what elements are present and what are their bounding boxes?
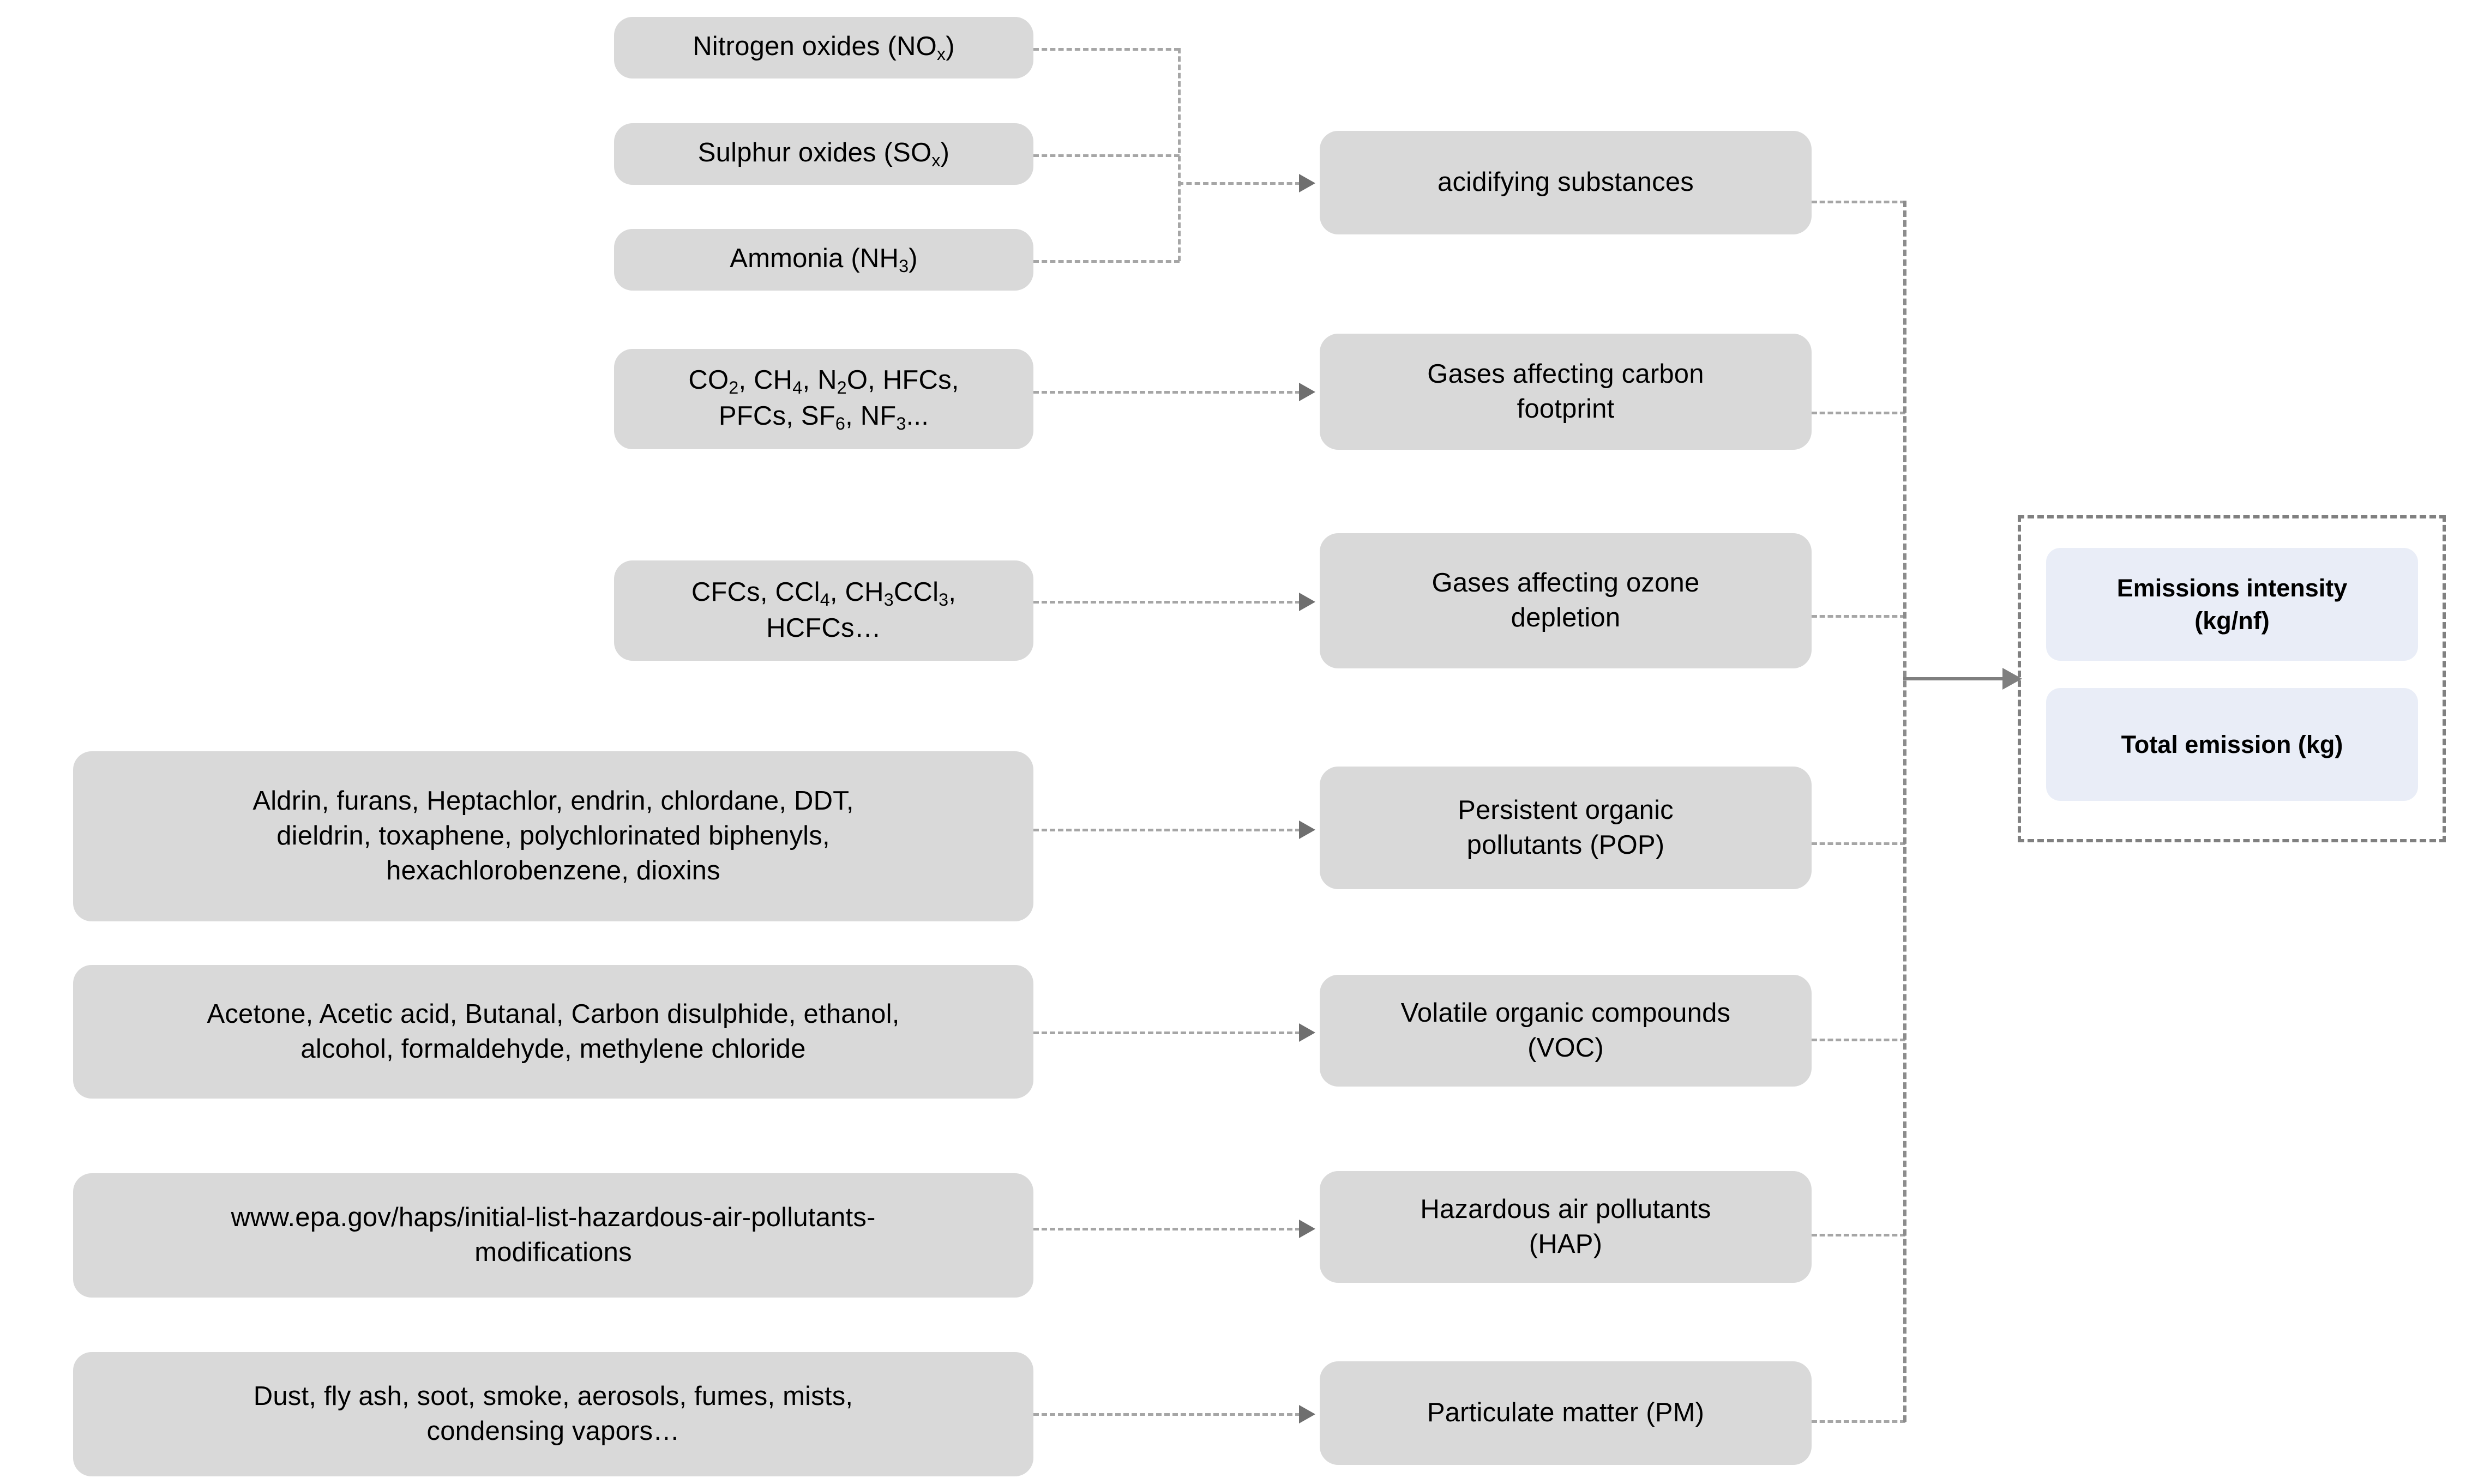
connector-haps-to-hap [1033, 1228, 1301, 1230]
arrowhead-to-voc [1299, 1023, 1315, 1042]
category-box-volatile-organic-compounds[interactable]: Volatile organic compounds(VOC) [1320, 975, 1812, 1087]
output-box-emissions-intensity[interactable]: Emissions intensity(kg/nf) [2046, 548, 2418, 661]
substance-box-ghg[interactable]: CO2, CH4, N2O, HFCs,PFCs, SF6, NF3... [614, 349, 1033, 449]
connector-bus-to-outputs [1903, 677, 2012, 680]
connector-acid-to-outbus [1812, 201, 1905, 203]
connector-hap-to-outbus [1812, 1234, 1905, 1236]
category-label-acid: acidifying substances [1438, 167, 1694, 197]
substance-box-nh3[interactable]: Ammonia (NH3) [614, 229, 1033, 291]
category-label-voc: Volatile organic compounds(VOC) [1400, 998, 1731, 1063]
substance-box-pops[interactable]: Aldrin, furans, Heptachlor, endrin, chlo… [73, 751, 1033, 921]
arrowhead-to-pm [1299, 1405, 1315, 1423]
connector-ods-to-ozone [1033, 601, 1301, 604]
substance-label-ghg: CO2, CH4, N2O, HFCs,PFCs, SF6, NF3... [688, 365, 959, 434]
substance-label-pops: Aldrin, furans, Heptachlor, endrin, chlo… [252, 786, 854, 885]
connector-ghg-to-carbon [1033, 391, 1301, 394]
output-label-total-emission: Total emission (kg) [2121, 730, 2343, 758]
connector-nox-to-bus [1033, 48, 1180, 51]
connector-acid-bus-vertical [1178, 48, 1181, 261]
substance-label-nh3: Ammonia (NH3) [730, 244, 918, 276]
substance-box-pms[interactable]: Dust, fly ash, soot, smoke, aerosols, fu… [73, 1352, 1033, 1476]
connector-pm-to-outbus [1812, 1420, 1905, 1423]
connector-voc-to-outbus [1812, 1039, 1905, 1041]
arrowhead-to-acidifying [1299, 174, 1315, 192]
arrowhead-to-outputs [2002, 668, 2022, 690]
substance-label-haps: www.epa.gov/haps/initial-list-hazardous-… [231, 1203, 876, 1267]
substance-label-vocs: Acetone, Acetic acid, Butanal, Carbon di… [207, 999, 900, 1064]
connector-pop-to-outbus [1812, 842, 1905, 845]
connector-sox-to-bus [1033, 154, 1180, 157]
substance-box-haps[interactable]: www.epa.gov/haps/initial-list-hazardous-… [73, 1173, 1033, 1298]
substance-label-nox: Nitrogen oxides (NOx) [693, 32, 955, 64]
substance-box-nox[interactable]: Nitrogen oxides (NOx) [614, 17, 1033, 79]
connector-nh3-to-bus [1033, 260, 1180, 263]
connector-output-bus-vertical [1903, 201, 1906, 1422]
connector-pops-to-pop [1033, 829, 1301, 831]
category-label-hap: Hazardous air pollutants(HAP) [1420, 1194, 1711, 1259]
substance-label-ods: CFCs, CCl4, CH3CCl3,HCFCs… [691, 577, 957, 643]
substance-box-sox[interactable]: Sulphur oxides (SOx) [614, 123, 1033, 185]
arrowhead-to-carbon [1299, 383, 1315, 401]
connector-vocs-to-voc [1033, 1031, 1301, 1034]
category-box-acidifying-substances[interactable]: acidifying substances [1320, 131, 1812, 234]
arrowhead-to-ozone [1299, 593, 1315, 611]
connector-ozone-to-outbus [1812, 615, 1905, 618]
output-label-emissions-intensity: Emissions intensity(kg/nf) [2116, 574, 2348, 635]
category-box-particulate-matter[interactable]: Particulate matter (PM) [1320, 1361, 1812, 1465]
substance-label-sox: Sulphur oxides (SOx) [697, 138, 950, 171]
output-box-total-emission[interactable]: Total emission (kg) [2046, 688, 2418, 801]
arrowhead-to-hap [1299, 1220, 1315, 1238]
connector-pms-to-pm [1033, 1413, 1301, 1416]
category-box-hazardous-air-pollutants[interactable]: Hazardous air pollutants(HAP) [1320, 1171, 1812, 1283]
connector-carbon-to-outbus [1812, 412, 1905, 414]
substance-box-ods[interactable]: CFCs, CCl4, CH3CCl3,HCFCs… [614, 560, 1033, 661]
substance-box-vocs[interactable]: Acetone, Acetic acid, Butanal, Carbon di… [73, 965, 1033, 1099]
connector-bus-to-acidifying [1178, 182, 1301, 185]
arrowhead-to-pop [1299, 821, 1315, 839]
substance-label-pms: Dust, fly ash, soot, smoke, aerosols, fu… [253, 1382, 853, 1446]
category-label-pm: Particulate matter (PM) [1427, 1398, 1705, 1428]
